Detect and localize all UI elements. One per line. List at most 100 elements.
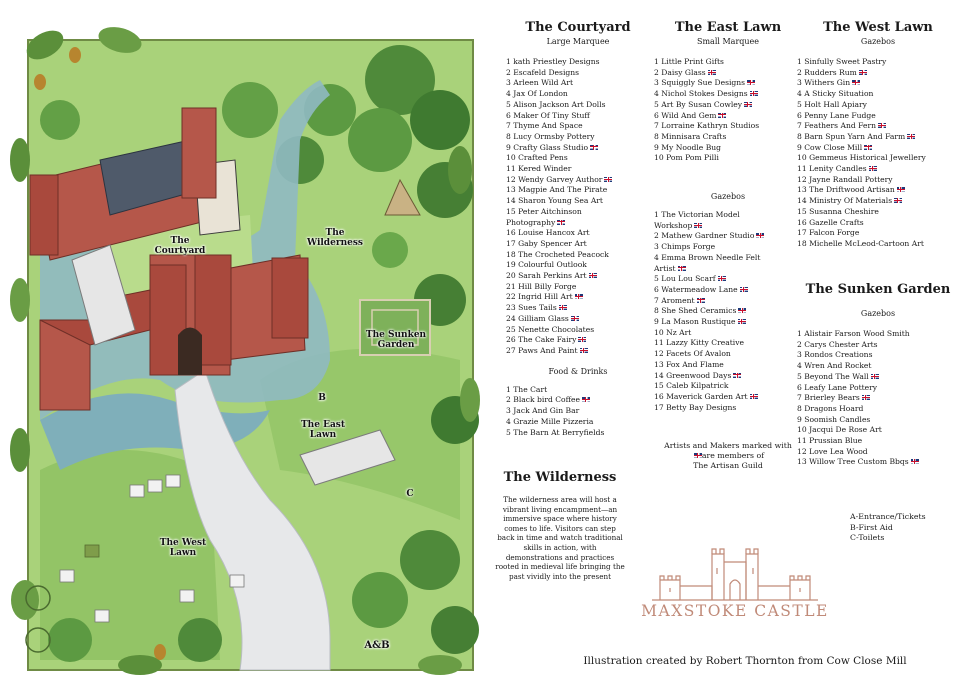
courtyard-title: The Courtyard (525, 20, 631, 35)
list-item-text: 7 Thyme And Space (506, 121, 583, 131)
list-item-text: 6 Watermeadow Lane (654, 284, 738, 294)
list-item: 8 She Shed Ceramics (654, 306, 808, 317)
union-flag-icon (894, 198, 903, 204)
list-item-text: 5 The Barn At Berryfields (506, 427, 605, 437)
union-flag-icon (756, 233, 765, 239)
list-item-text: 2 Black bird Coffee (506, 395, 581, 405)
list-item: 4 Wren And Rocket (797, 361, 963, 372)
foliage-border (10, 27, 480, 675)
list-item-text: 14 Greenwood Days (654, 370, 732, 380)
artisan-guild-flag-icon (693, 453, 702, 459)
list-item-text: 7 Aroment (654, 295, 695, 305)
list-item: 22 Ingrid Hill Art (506, 292, 658, 303)
list-item: 9 Soomish Candles (797, 415, 963, 426)
list-item: 1 The Cart (506, 385, 658, 396)
castle-logo-icon (652, 548, 818, 601)
list-item: 17 Gaby Spencer Art (506, 239, 658, 250)
list-item-text: 14 Sharon Young Sea Art (506, 196, 603, 206)
list-item-text: 13 Willow Tree Custom Bbqs (797, 457, 909, 467)
list-item: 21 Hill Billy Forge (506, 282, 658, 293)
list-item-text: 18 The Crocheted Peacock (506, 249, 609, 259)
list-item: 13 Willow Tree Custom Bbqs (797, 457, 963, 468)
list-item-text: 2 Mathew Gardner Studio (654, 231, 755, 241)
list-item: 25 Nenette Chocolates (506, 325, 658, 336)
list-item: 6 Penny Lane Fudge (797, 111, 963, 122)
list-item-text: 6 Wild And Gem (654, 110, 717, 120)
list-item: 8 Barn Spun Yarn And Farm (797, 132, 963, 143)
list-item-text: 24 Gilliam Glass (506, 313, 569, 323)
list-item: 13 The Driftwood Artisan (797, 185, 963, 196)
list-item-text: 11 Prussian Blue (797, 436, 863, 446)
map-label-east-lawn: The East Lawn (300, 420, 345, 440)
list-item: 12 Facets Of Avalon (654, 349, 808, 360)
list-item-text: 12 Wendy Garvey Author (506, 174, 603, 184)
list-item: 14 Sharon Young Sea Art (506, 196, 658, 207)
marquees (71, 178, 421, 486)
list-item: 16 Gazelle Crafts (797, 218, 963, 229)
west-lawn-grass (40, 450, 220, 660)
list-item: 15 Susanna Cheshire (797, 207, 963, 218)
list-item-text: 16 Maverick Garden Art (654, 391, 748, 401)
union-flag-icon (578, 337, 587, 343)
list-item: 2 Rudders Rum (797, 68, 963, 79)
union-flag-icon (737, 319, 746, 325)
list-item-text: 5 Holt Hall Apiary (797, 99, 867, 109)
map-marker-b: B (318, 393, 326, 403)
list-item: 5 Holt Hall Apiary (797, 100, 963, 111)
list-item: 5 Art By Susan Cowley (654, 100, 808, 111)
list-item: 7 Lorraine Kathryn Studios (654, 121, 808, 132)
list-item-text: 8 Dragons Hoard (797, 403, 864, 413)
list-item: 9 Cow Close Mill (797, 143, 963, 154)
west-lawn-subtitle: Gazebos (860, 37, 896, 46)
key-entrance: A-Entrance/Tickets (850, 512, 926, 521)
column-east-lawn: The East Lawn Small Marquee 1 Little Pri… (648, 20, 808, 471)
union-flag-icon (896, 187, 905, 193)
union-flag-icon (733, 372, 742, 378)
list-item-text: 9 My Noodle Bug (654, 142, 722, 152)
list-item: 4 Jax Of London (506, 89, 658, 100)
list-item-text: 9 Cow Close Mill (797, 142, 863, 152)
list-item: 7 Feathers And Fern (797, 121, 963, 132)
list-item: 5 Alison Jackson Art Dolls (506, 100, 658, 111)
union-flag-icon (696, 297, 705, 303)
list-item: 4 Emma Brown Needle Felt (654, 253, 808, 264)
list-item: 15 Peter Aitchinson (506, 207, 658, 218)
list-item-text: 6 Maker Of Tiny Stuff (506, 110, 590, 120)
union-flag-icon (590, 144, 599, 150)
sunken-garden-subtitle: Gazebos (860, 309, 896, 318)
union-flag-icon (570, 315, 579, 321)
list-item: 1 kath Priestley Designs (506, 57, 658, 68)
list-item-text: 22 Ingrid Hill Art (506, 292, 573, 302)
list-item: 6 Watermeadow Lane (654, 285, 808, 296)
east-lawn-gazebos-heading: Gazebos (710, 192, 746, 202)
union-flag-icon (864, 144, 873, 150)
list-item-text: 25 Nenette Chocolates (506, 324, 595, 334)
union-flag-icon (718, 112, 727, 118)
illustration-credit: Illustration created by Robert Thornton … (583, 655, 907, 667)
list-item-text: 8 She Shed Ceramics (654, 306, 737, 316)
list-item: 8 Minnisara Crafts (654, 132, 808, 143)
list-item-text: 17 Gaby Spencer Art (506, 238, 587, 248)
list-item-text: 9 Crafty Glass Studio (506, 142, 589, 152)
list-item-text: 5 Art By Susan Cowley (654, 99, 743, 109)
courtyard-subtitle: Large Marquee (546, 37, 610, 46)
union-flag-icon (582, 397, 591, 403)
list-item: 15 Caleb Kilpatrick (654, 381, 808, 392)
column-courtyard: The Courtyard Large Marquee 1 kath Pries… (498, 20, 658, 438)
key-first-aid: B-First Aid (850, 522, 893, 532)
union-flag-icon (870, 373, 879, 379)
list-item: 8 Dragons Hoard (797, 404, 963, 415)
union-flag-icon (694, 222, 703, 228)
list-item: 11 Lenity Candles (797, 164, 963, 175)
list-item: 11 Lazzy Kitty Creative (654, 338, 808, 349)
list-item-text: 13 Magpie And The Pirate (506, 185, 608, 195)
list-item-text: 12 Jayne Randall Pottery (797, 174, 893, 184)
list-item: 16 Maverick Garden Art (654, 392, 808, 403)
list-item-text: 5 Lou Lou Scarf (654, 274, 716, 284)
list-item: 23 Sues Tails (506, 303, 658, 314)
list-item-text: Photography (506, 217, 556, 227)
list-item: 1 Alistair Farson Wood Smith (797, 329, 963, 340)
